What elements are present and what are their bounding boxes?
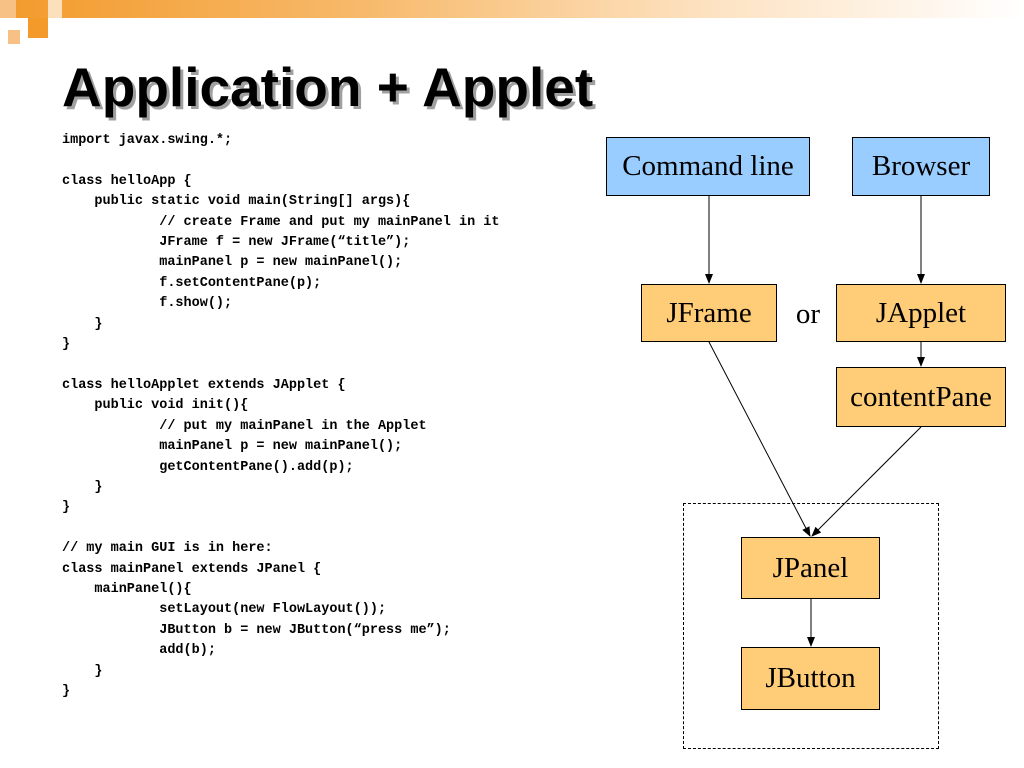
- code-line: // create Frame and put my mainPanel in …: [62, 214, 500, 230]
- panel-group-box: [683, 503, 939, 749]
- node-browser: Browser: [852, 137, 990, 196]
- code-line: }: [62, 316, 103, 332]
- code-line: JButton b = new JButton(“press me”);: [62, 622, 451, 638]
- top-accent-bar: [0, 0, 1024, 18]
- code-line: }: [62, 337, 71, 353]
- decor-square: [0, 0, 16, 18]
- code-line: class mainPanel extends JPanel {: [62, 561, 322, 577]
- code-line: getContentPane().add(p);: [62, 459, 354, 475]
- slide-title: Application + Applet: [62, 56, 594, 118]
- code-line: }: [62, 500, 71, 516]
- code-line: setLayout(new FlowLayout());: [62, 602, 387, 618]
- decor-square: [8, 30, 20, 44]
- node-jpanel: JPanel: [741, 537, 880, 599]
- code-line: mainPanel(){: [62, 581, 192, 597]
- code-line: public static void main(String[] args){: [62, 194, 411, 210]
- node-japplet: JApplet: [836, 284, 1006, 342]
- edge-contentpane-jpanel: [811, 426, 922, 537]
- code-line: JFrame f = new JFrame(“title”);: [62, 235, 411, 251]
- code-line: add(b);: [62, 643, 216, 659]
- decor-square: [28, 18, 48, 38]
- code-line: import javax.swing.*;: [62, 133, 233, 148]
- node-command-line: Command line: [606, 137, 810, 196]
- code-line: public void init(){: [62, 398, 249, 414]
- code-line: }: [62, 663, 103, 679]
- code-line: }: [62, 479, 103, 495]
- code-line: // my main GUI is in here:: [62, 541, 273, 557]
- code-listing: import javax.swing.*; class helloApp { p…: [62, 131, 499, 702]
- code-line: f.setContentPane(p);: [62, 275, 322, 291]
- or-label: or: [795, 297, 821, 330]
- decor-square: [48, 0, 62, 18]
- node-content-pane: contentPane: [836, 367, 1006, 427]
- code-line: class helloApplet extends JApplet {: [62, 377, 346, 393]
- code-line: class helloApp {: [62, 173, 192, 189]
- node-jframe: JFrame: [641, 284, 777, 342]
- node-jbutton: JButton: [741, 647, 880, 710]
- code-line: f.show();: [62, 296, 233, 312]
- code-line: mainPanel p = new mainPanel();: [62, 255, 403, 271]
- code-line: mainPanel p = new mainPanel();: [62, 439, 403, 455]
- code-line: // put my mainPanel in the Applet: [62, 418, 427, 434]
- code-line: }: [62, 683, 71, 699]
